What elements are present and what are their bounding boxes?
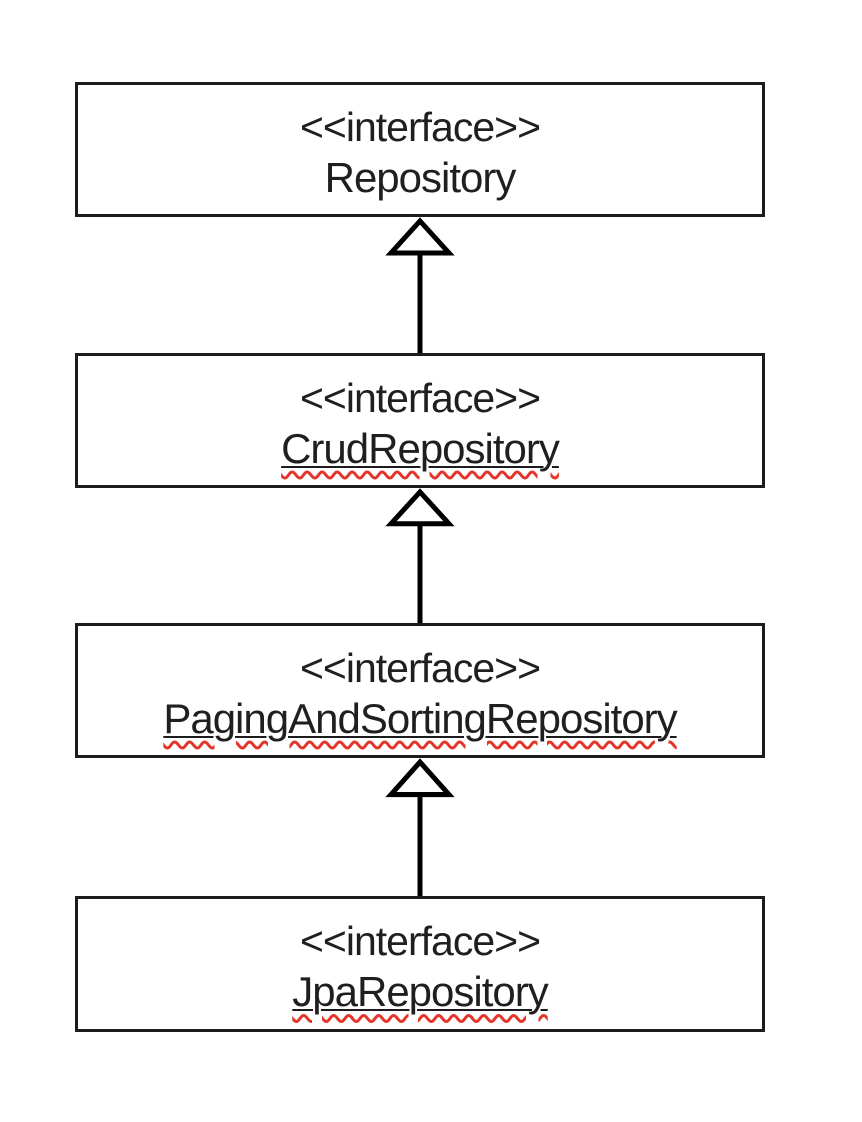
interface-name-pagingandsortingrepository: PagingAndSortingRepository <box>163 693 677 745</box>
interface-box-repository: <<interface>> Repository <box>75 82 765 217</box>
interface-name-jparepository: JpaRepository <box>292 966 548 1018</box>
inheritance-arrow <box>385 217 455 353</box>
interface-name-repository: Repository <box>324 153 517 201</box>
spellcheck-squiggle: CrudRepository <box>281 424 560 472</box>
stereotype-label: <<interface>> <box>299 918 541 964</box>
interface-name-crudrepository: CrudRepository <box>281 423 560 475</box>
interface-box-pagingandsortingrepository: <<interface>> PagingAndSortingRepository <box>75 623 765 758</box>
interface-box-crudrepository: <<interface>> CrudRepository <box>75 353 765 488</box>
inheritance-arrow <box>385 488 455 623</box>
spellcheck-squiggle: PagingAndSortingRepository <box>163 694 677 742</box>
stereotype-label: <<interface>> <box>299 103 541 150</box>
stereotype-label: <<interface>> <box>299 644 541 691</box>
interface-box-jparepository: <<interface>> JpaRepository <box>75 896 765 1032</box>
spellcheck-squiggle: JpaRepository <box>292 968 548 1015</box>
stereotype-label: <<interface>> <box>299 374 541 421</box>
inheritance-arrow <box>385 758 455 896</box>
